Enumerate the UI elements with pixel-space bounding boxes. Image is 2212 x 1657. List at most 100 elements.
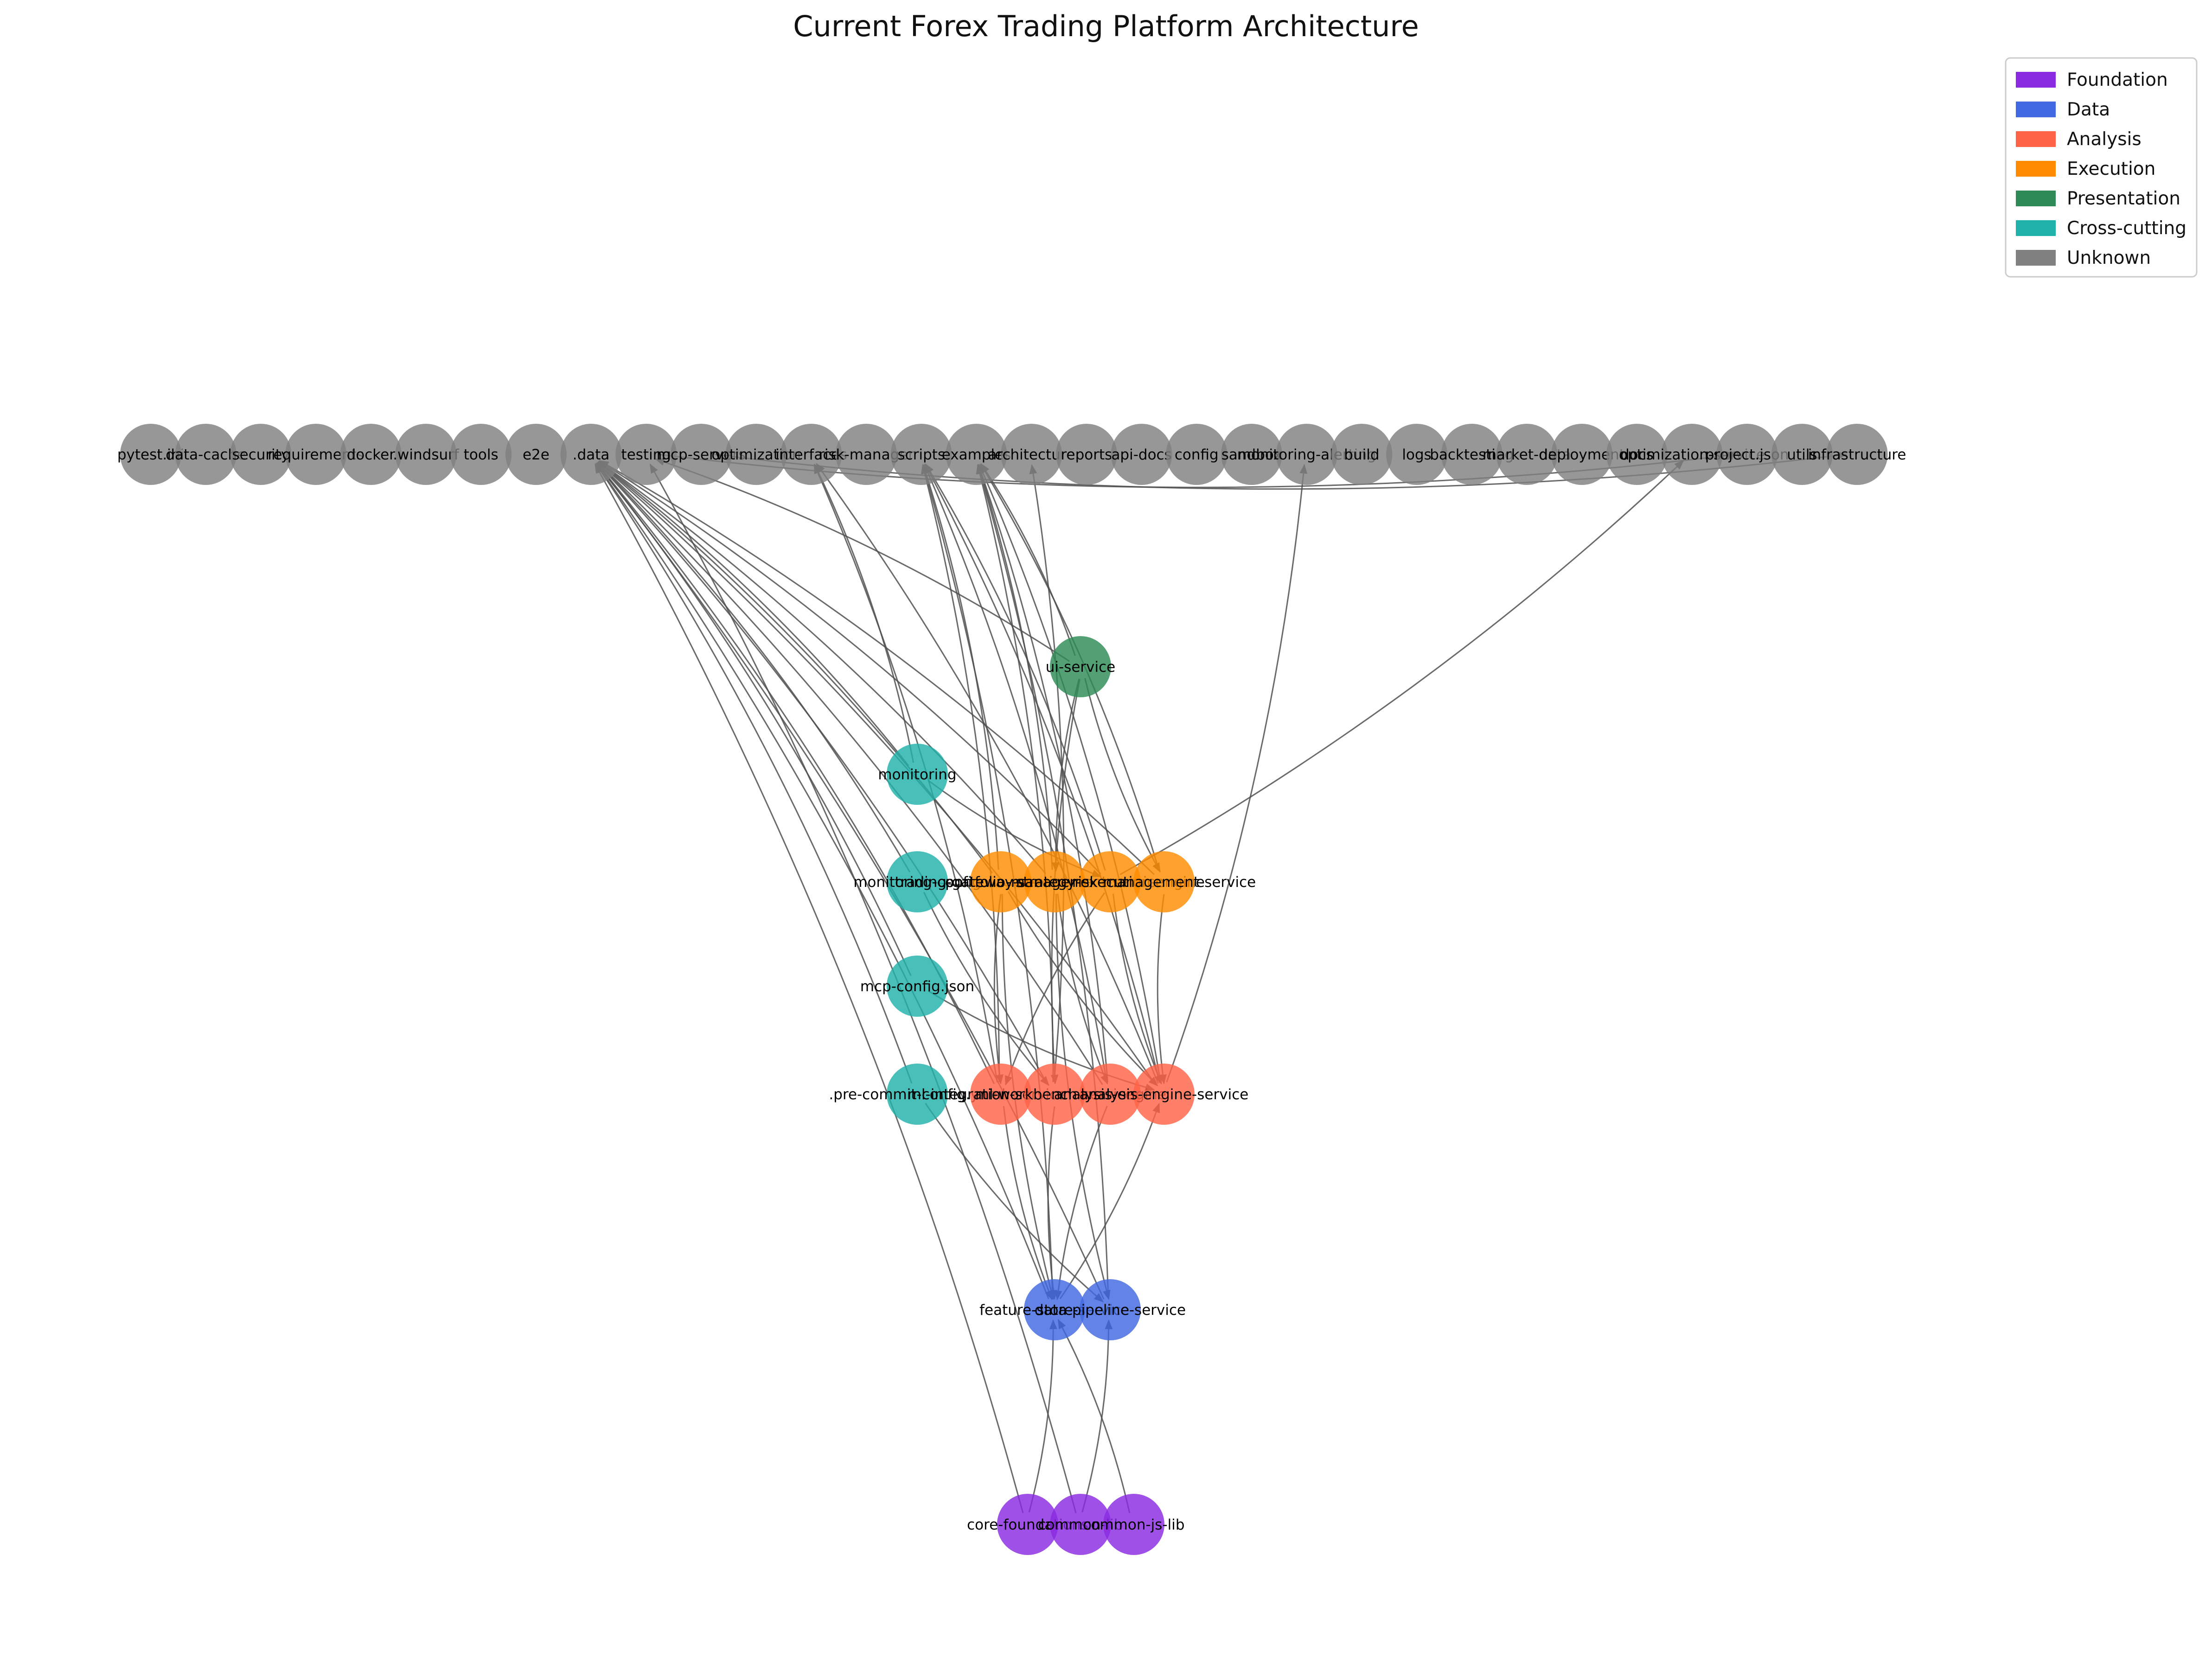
node-circle[interactable]	[1024, 851, 1085, 912]
node-circle[interactable]	[887, 851, 948, 912]
node-risk-management-service[interactable]: risk-management-service	[1072, 851, 1256, 912]
dependency-edge	[1119, 460, 1684, 875]
node-circle[interactable]	[1080, 1064, 1141, 1125]
node-circle[interactable]	[1716, 424, 1778, 485]
node-circle[interactable]	[887, 744, 948, 805]
node-analysis-engine-service[interactable]: analysis-engine-service	[1080, 1064, 1249, 1125]
node-circle[interactable]	[725, 424, 787, 485]
node-build[interactable]: build	[1331, 424, 1393, 485]
node-circle[interactable]	[1080, 1279, 1141, 1340]
legend-swatch	[2016, 102, 2056, 117]
node-common-lib[interactable]: common-lib	[1038, 1494, 1123, 1555]
node-common-js-lib[interactable]: common-js-lib	[1083, 1494, 1185, 1555]
node-api-docs[interactable]: api-docs	[1111, 424, 1172, 485]
node-circle[interactable]	[1001, 424, 1062, 485]
node-circle[interactable]	[780, 424, 842, 485]
node-mcp-config-json[interactable]: mcp-config.json	[860, 956, 974, 1017]
node-ui-service[interactable]: ui-service	[1046, 636, 1116, 697]
node-circle[interactable]	[1551, 424, 1613, 485]
node-circle[interactable]	[1441, 424, 1502, 485]
dependency-edge	[596, 463, 1105, 1300]
node-circle[interactable]	[890, 424, 952, 485]
node-label: reports	[1061, 446, 1112, 463]
node-circle[interactable]	[671, 424, 732, 485]
node-circle[interactable]	[1024, 1279, 1085, 1340]
node-docker[interactable]: docker	[340, 424, 402, 485]
node-circle[interactable]	[1024, 1064, 1085, 1125]
node-circle[interactable]	[450, 424, 512, 485]
node-data-pipeline-service[interactable]: data-pipeline-service	[1035, 1279, 1186, 1340]
node-monitoring-config[interactable]: monitoring-config	[853, 851, 981, 912]
node-label: api-docs	[1111, 446, 1171, 463]
node-circle[interactable]	[887, 1064, 948, 1125]
node-circle[interactable]	[1133, 1064, 1195, 1125]
legend-label: Presentation	[2067, 188, 2180, 209]
node-mcp-servers[interactable]: mcp-servers	[657, 424, 746, 485]
node-circle[interactable]	[120, 424, 181, 485]
node-circle[interactable]	[1050, 636, 1111, 697]
node-circle[interactable]	[997, 1494, 1058, 1555]
node-e2e[interactable]: e2e	[505, 424, 567, 485]
node-testing[interactable]: testing	[615, 424, 677, 485]
legend-swatch	[2016, 72, 2056, 88]
node-label: examples	[942, 446, 1011, 463]
node-pytest-ini[interactable]: pytest.ini	[117, 424, 184, 485]
node--data[interactable]: .data	[560, 424, 622, 485]
legend-swatch	[2016, 161, 2056, 177]
dependency-edge	[1003, 1106, 1053, 1300]
node-infrastructure[interactable]: infrastructure	[1808, 424, 1906, 485]
dependency-edge	[978, 464, 1162, 1083]
node-circle[interactable]	[1111, 424, 1172, 485]
node-circle[interactable]	[505, 424, 567, 485]
node-circle[interactable]	[970, 851, 1031, 912]
node-circle[interactable]	[1055, 424, 1117, 485]
node-security[interactable]: security	[230, 424, 292, 485]
node-circle[interactable]	[1661, 424, 1723, 485]
node-circle[interactable]	[1080, 851, 1141, 912]
node-circle[interactable]	[285, 424, 347, 485]
node-circle[interactable]	[1771, 424, 1833, 485]
node-sandbox[interactable]: sandbox	[1221, 424, 1282, 485]
node-scripts[interactable]: scripts	[890, 424, 952, 485]
node-circle[interactable]	[560, 424, 622, 485]
node-tools[interactable]: tools	[450, 424, 512, 485]
node-monitoring[interactable]: monitoring	[878, 744, 957, 805]
node-circle[interactable]	[615, 424, 677, 485]
node-circle[interactable]	[1331, 424, 1393, 485]
node-examples[interactable]: examples	[942, 424, 1011, 485]
dependency-edge	[1166, 464, 1308, 1083]
node-circle[interactable]	[1133, 851, 1195, 912]
node-circle[interactable]	[395, 424, 457, 485]
dependency-edge	[598, 460, 1101, 875]
node-circle[interactable]	[1221, 424, 1282, 485]
dependency-edge	[923, 892, 1049, 1086]
node-circle[interactable]	[1276, 424, 1337, 485]
node-label: .windsurf	[393, 446, 460, 463]
node-utils[interactable]: utils	[1771, 424, 1833, 485]
node-circle[interactable]	[1606, 424, 1668, 485]
node-circle[interactable]	[1826, 424, 1888, 485]
node-circle[interactable]	[836, 424, 897, 485]
dependency-edge	[1081, 1319, 1113, 1513]
dependency-edge	[1028, 1319, 1057, 1513]
node-circle[interactable]	[340, 424, 402, 485]
node-circle[interactable]	[175, 424, 237, 485]
node-label: .data	[573, 446, 610, 463]
node-circle[interactable]	[1103, 1494, 1164, 1555]
node-circle[interactable]	[1050, 1494, 1111, 1555]
node-deployment[interactable]: deployment	[1539, 424, 1625, 485]
node-circle[interactable]	[230, 424, 292, 485]
node-circle[interactable]	[887, 956, 948, 1017]
node-logs[interactable]: logs	[1386, 424, 1448, 485]
node-docs[interactable]: docs	[1606, 424, 1668, 485]
node-circle[interactable]	[1386, 424, 1448, 485]
node-interfaces[interactable]: interfaces	[775, 424, 847, 485]
node-circle[interactable]	[970, 1064, 1031, 1125]
node--windsurf[interactable]: .windsurf	[393, 424, 460, 485]
node-reports[interactable]: reports	[1055, 424, 1117, 485]
node-circle[interactable]	[1166, 424, 1227, 485]
legend-item-cross-cutting: Cross-cutting	[2016, 218, 2186, 239]
node-config[interactable]: config	[1166, 424, 1227, 485]
node-circle[interactable]	[946, 424, 1007, 485]
node-circle[interactable]	[1496, 424, 1558, 485]
